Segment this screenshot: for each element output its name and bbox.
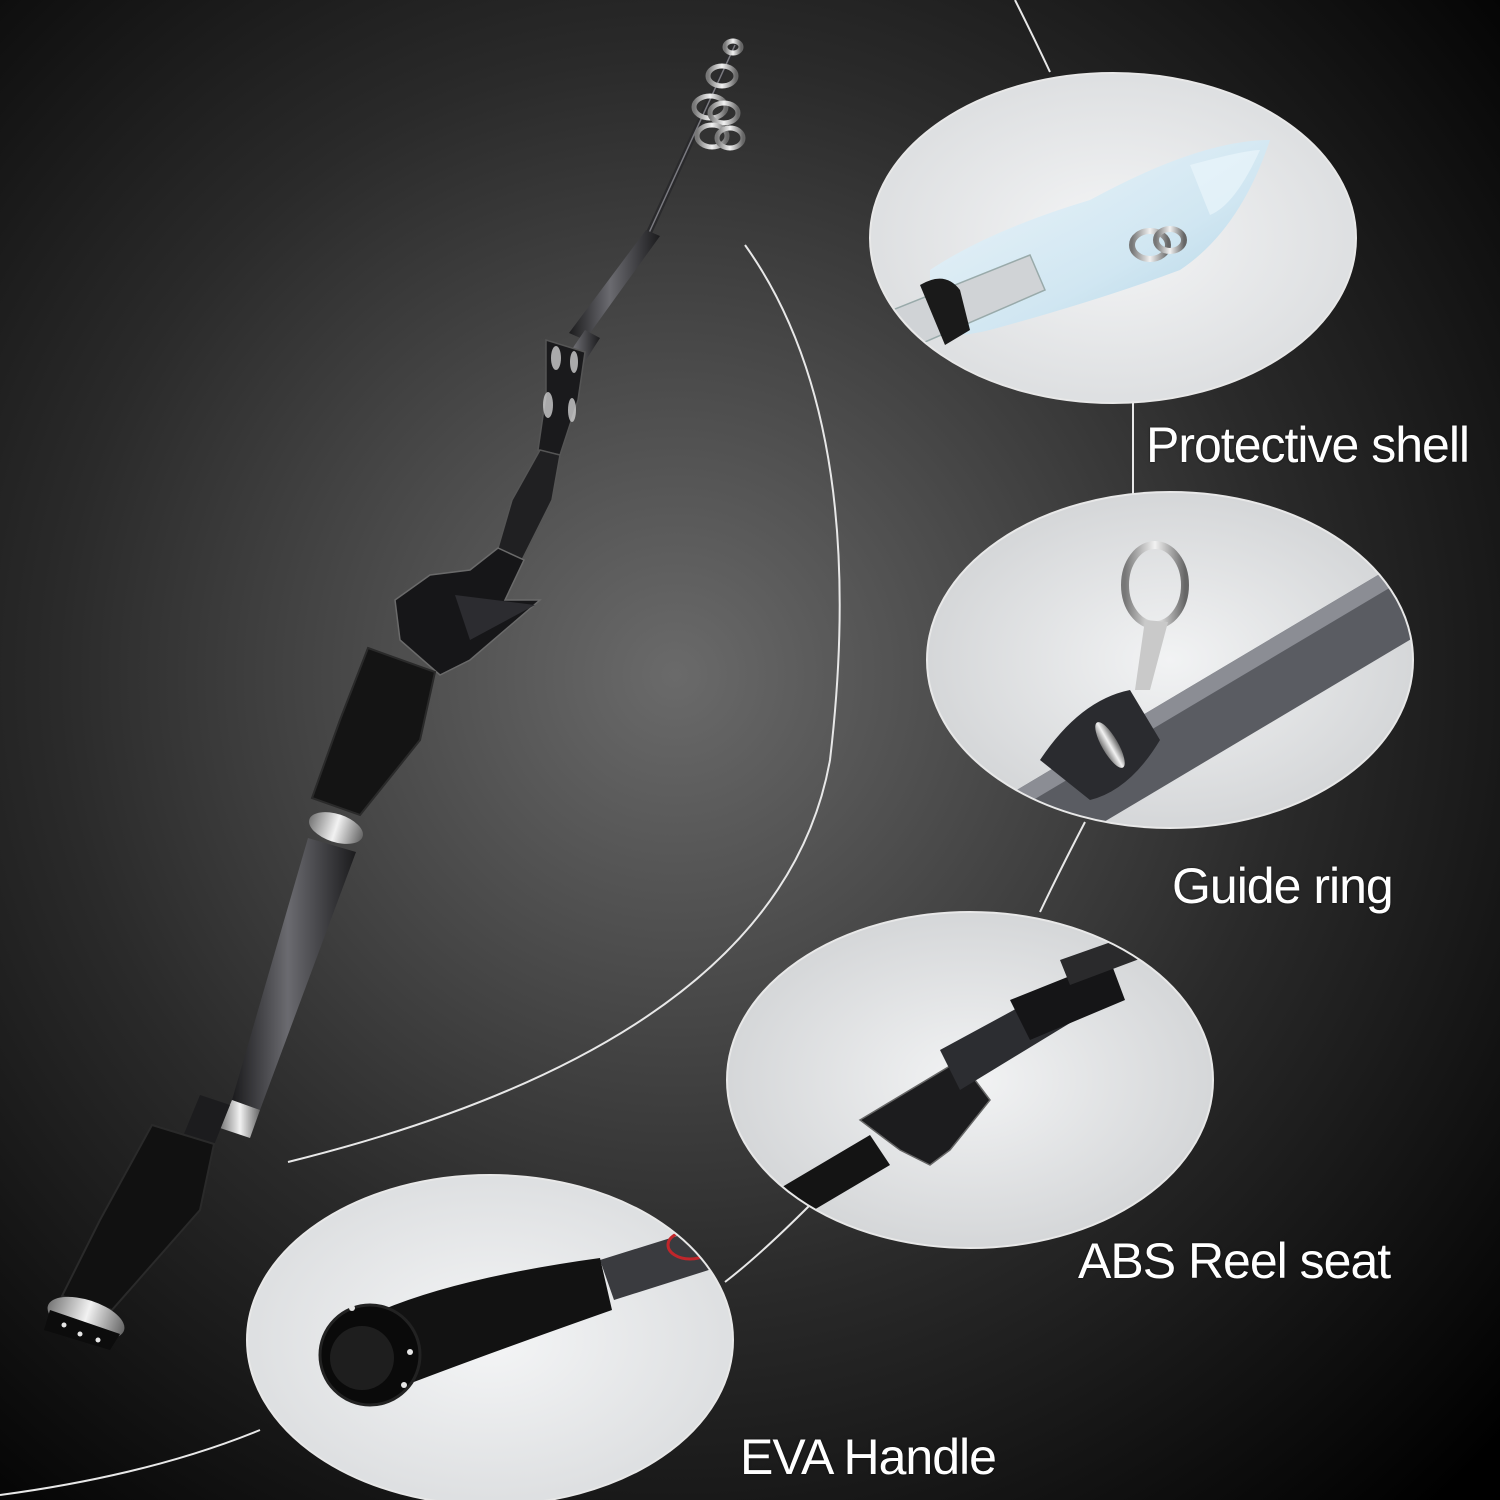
rod-tip-guides (691, 38, 746, 151)
detail-circle-protective-shell (869, 72, 1357, 404)
label-guide-ring: Guide ring (1172, 858, 1394, 914)
label-eva-handle: EVA Handle (740, 1429, 997, 1485)
label-protective-shell: Protective shell (1146, 417, 1470, 473)
detail-circle-eva-handle (246, 1174, 734, 1500)
connector-lines (0, 0, 1134, 1496)
detail-circle-guide-ring (926, 491, 1414, 829)
label-abs-reel-seat: ABS Reel seat (1078, 1233, 1391, 1289)
detail-circle-reel-seat (726, 911, 1214, 1249)
fishing-rod (44, 38, 746, 1350)
